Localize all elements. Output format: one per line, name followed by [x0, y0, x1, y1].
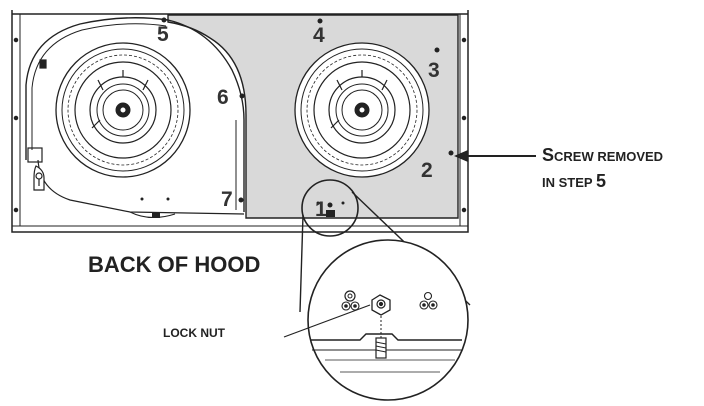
screw-icon [448, 150, 454, 156]
screw-icon [238, 197, 244, 203]
label-lock-nut: LOCK NUT [163, 326, 226, 340]
screw-number-4: 4 [313, 24, 325, 47]
hood-housing [11, 10, 469, 233]
screw-number-5: 5 [157, 23, 169, 46]
screw-number-2: 2 [421, 159, 433, 182]
label-back-of-hood: BACK OF HOOD [88, 252, 260, 277]
screw-number-3: 3 [428, 59, 440, 82]
screw-number-1: 1 [315, 198, 327, 221]
screw-icon [434, 47, 440, 53]
callout-screw-removed-line1: SCREW REMOVED [542, 145, 663, 165]
callout-arrow [454, 150, 536, 162]
callout-screw-removed-line2: IN STEP 5 [542, 171, 606, 191]
side-bracket [27, 59, 47, 191]
right-blower-wheel [294, 42, 430, 178]
screw-icon [317, 18, 323, 24]
screw-number-6: 6 [217, 86, 229, 109]
left-blower-wheel [55, 42, 191, 178]
screw-markers [140, 17, 454, 218]
screw-icon [161, 17, 167, 23]
screw-number-7: 7 [221, 188, 233, 211]
detail-contents [310, 290, 462, 373]
lock-nut-icon [371, 294, 391, 316]
screw-icon [327, 202, 333, 208]
lock-nut-leader [283, 304, 371, 338]
screw-icon [239, 93, 245, 99]
